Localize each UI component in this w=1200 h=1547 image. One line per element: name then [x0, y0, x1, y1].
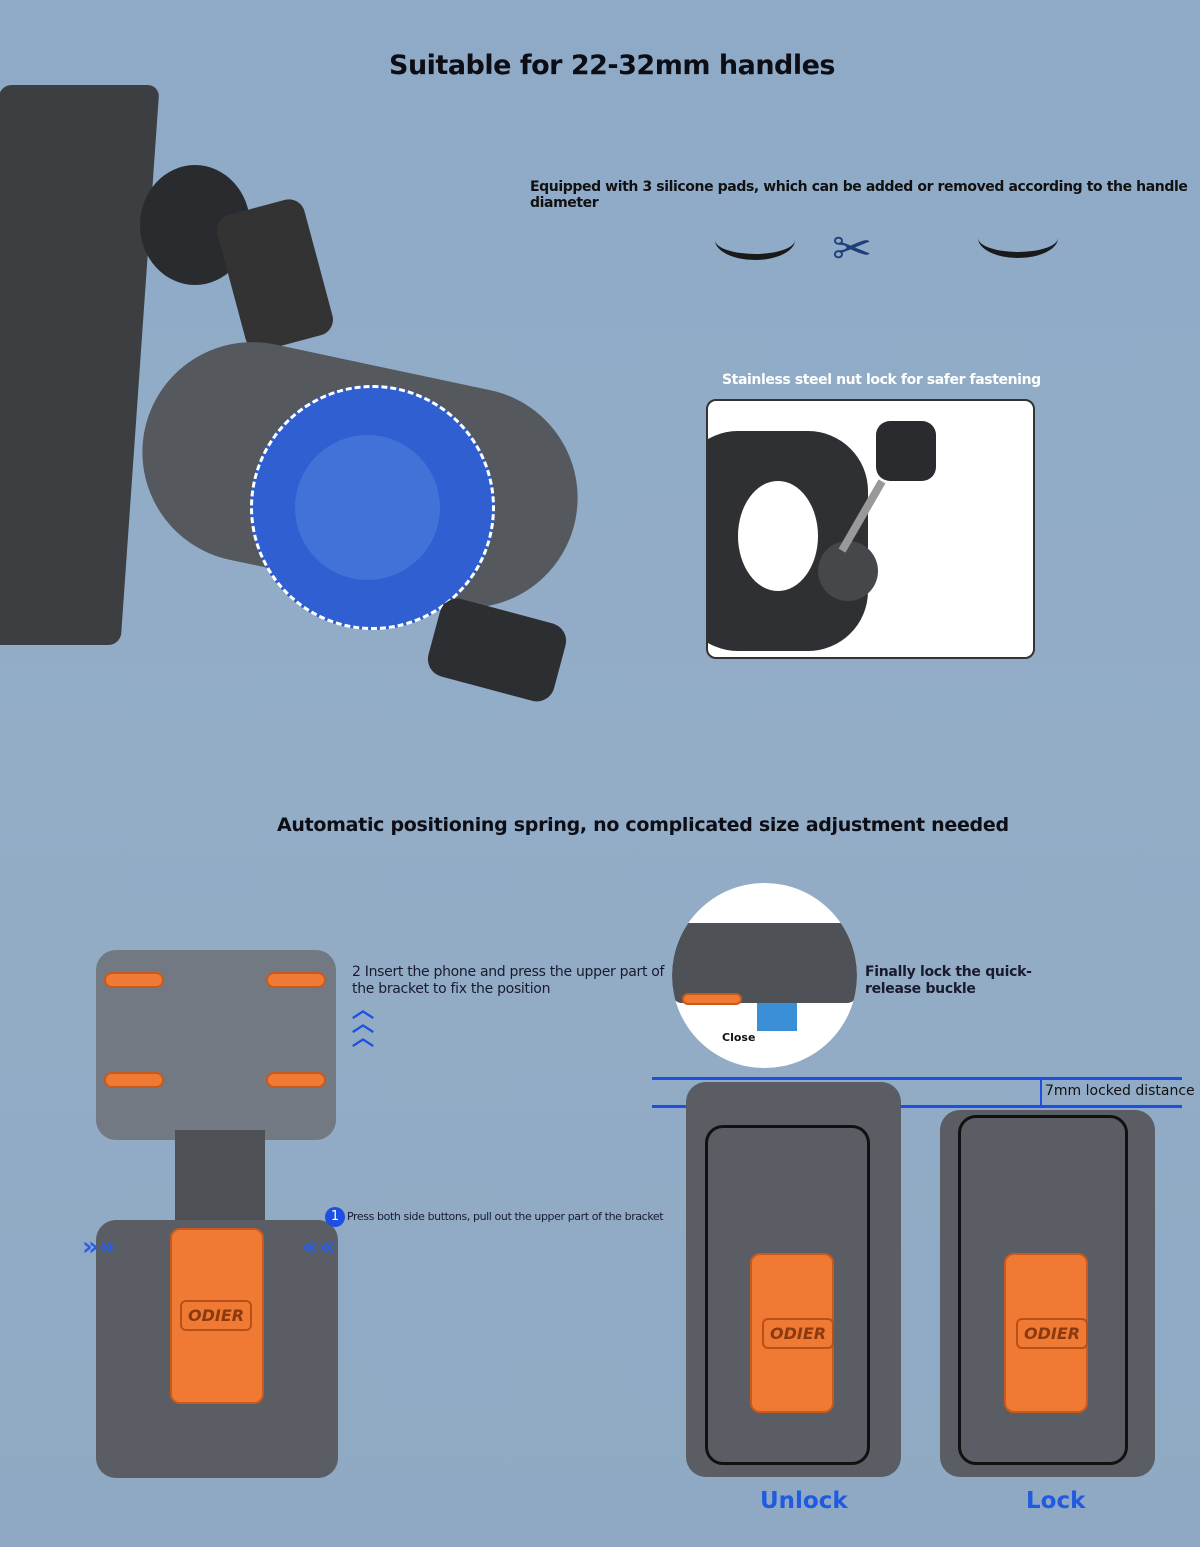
pads-caption: Equipped with 3 silicone pads, which can…	[530, 179, 1188, 211]
nut-caption: Stainless steel nut lock for safer faste…	[722, 372, 1041, 388]
brand-logo: ODIER	[762, 1318, 835, 1349]
up-arrows-icon: ︿︿︿	[352, 998, 375, 1051]
distance-line-top	[652, 1077, 1182, 1080]
unlock-label: Unlock	[760, 1488, 848, 1514]
scissors-icon: ✂	[832, 221, 873, 277]
close-label: Close	[722, 1031, 756, 1044]
section-title-spring: Automatic positioning spring, no complic…	[277, 814, 1009, 836]
distance-label: 7mm locked distance	[1045, 1083, 1195, 1099]
left-arrows-icon: ««	[302, 1232, 336, 1262]
right-arrows-icon: »»	[82, 1232, 116, 1262]
final-step-text: Finally lock the quick-release buckle	[865, 964, 1032, 997]
step1-badge: 1	[325, 1207, 345, 1227]
distance-marker	[1040, 1080, 1042, 1106]
distance-line-bottom	[652, 1105, 1182, 1108]
nut-lock-image	[706, 399, 1035, 659]
silicone-pad-icon	[715, 220, 795, 260]
mount-clamp-image	[0, 75, 600, 706]
lock-label: Lock	[1026, 1488, 1086, 1514]
step1-text: Press both side buttons, pull out the up…	[347, 1210, 664, 1223]
brand-logo: ODIER	[180, 1300, 253, 1331]
section-title-handles: Suitable for 22-32mm handles	[389, 50, 836, 81]
step2-text: 2 Insert the phone and press the upper p…	[352, 964, 665, 997]
brand-logo: ODIER	[1016, 1318, 1089, 1349]
silicone-pad-icon	[978, 218, 1058, 258]
buckle-closeup-image: Close	[672, 883, 857, 1068]
